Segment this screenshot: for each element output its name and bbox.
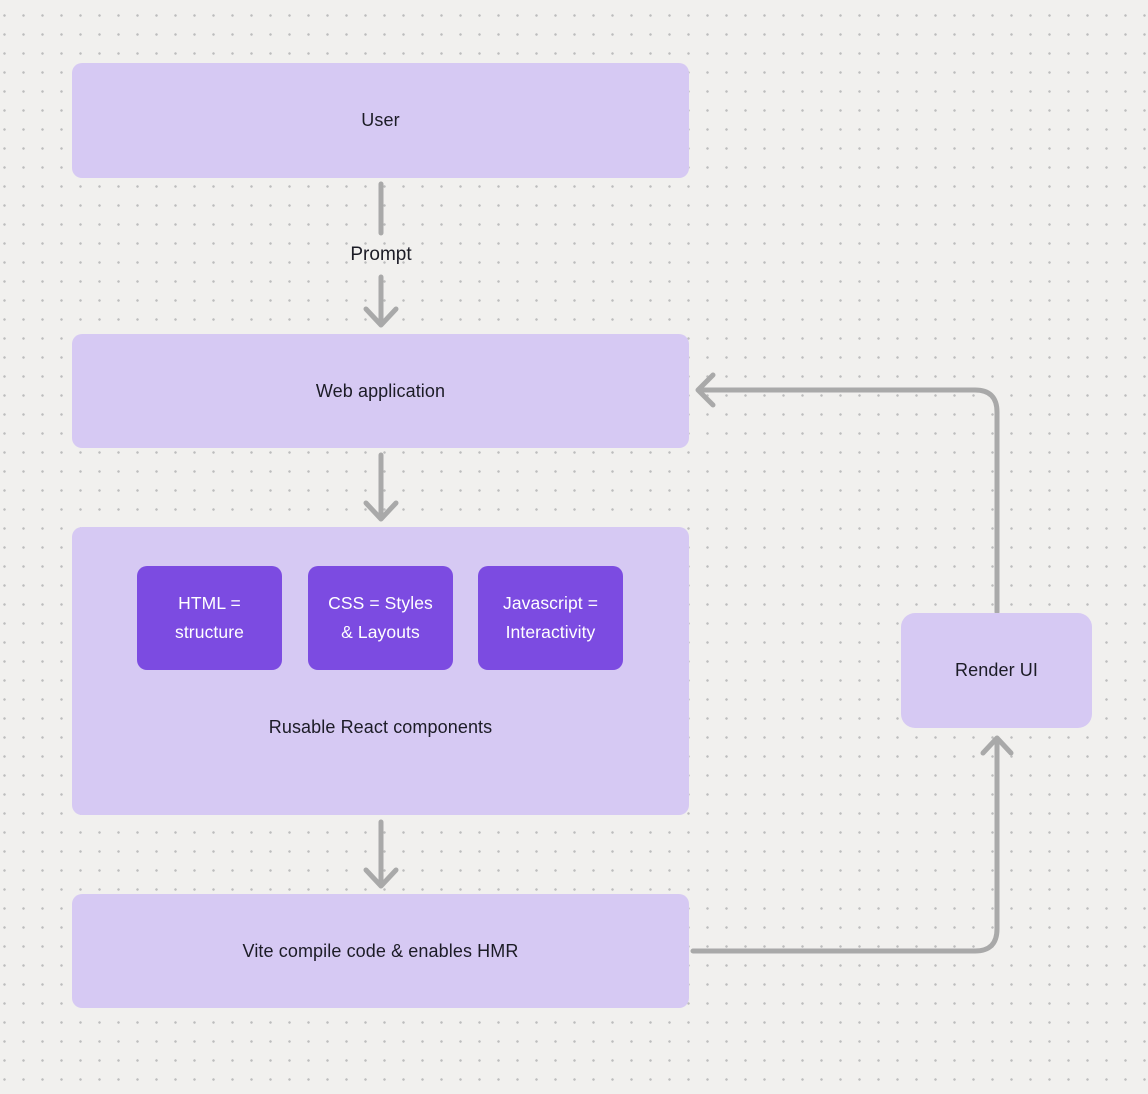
node-web-application-label: Web application (315, 380, 446, 401)
node-render-ui-label: Render UI (955, 660, 1038, 680)
arrowhead-down-vite (363, 867, 399, 889)
node-user-label: User (361, 110, 400, 130)
edge-vite-renderui-line (690, 739, 1000, 954)
edge-label-prompt: Prompt (350, 244, 412, 265)
chip-javascript-line2: Interactivity (505, 622, 596, 642)
chip-css-line1: CSS = Styles (328, 593, 433, 613)
node-user: User (72, 63, 689, 178)
chip-html-line2: structure (175, 622, 244, 642)
chip-css: CSS = Styles & Layouts (308, 566, 453, 670)
arrowhead-down-webapp (363, 306, 399, 328)
node-vite-label: Vite compile code & enables HMR (242, 940, 519, 961)
node-components-group: HTML = structure CSS = Styles & Layouts … (72, 527, 689, 815)
edge-renderui-webapp-line (698, 387, 1000, 615)
chip-javascript: Javascript = Interactivity (478, 566, 623, 670)
chip-css-line2: & Layouts (341, 622, 420, 642)
chip-javascript-line1: Javascript = (502, 593, 599, 613)
node-render-ui: Render UI (901, 613, 1092, 728)
chip-html-line1: HTML = (178, 593, 241, 613)
arrowhead-left-webapp (695, 372, 716, 408)
arrowhead-up-renderui (980, 735, 1014, 756)
arrowhead-down-components (363, 500, 399, 522)
node-web-application: Web application (72, 334, 689, 448)
chip-html: HTML = structure (137, 566, 282, 670)
node-vite: Vite compile code & enables HMR (72, 894, 689, 1008)
components-caption: Rusable React components (268, 717, 493, 737)
